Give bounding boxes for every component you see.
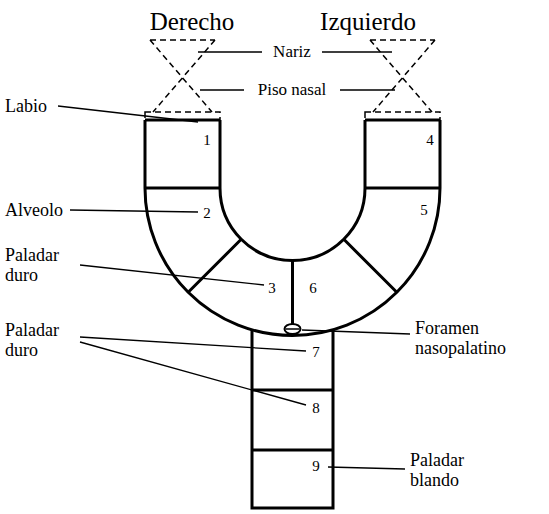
outer-outline [145, 120, 440, 336]
side-heading: Izquierdo [320, 8, 416, 36]
foramen-leader [302, 330, 410, 334]
part-label: Alveolo [5, 200, 75, 220]
hard-palate-leader [80, 265, 264, 285]
callout-number: 9 [312, 458, 320, 475]
callout-number: 6 [309, 280, 317, 297]
inner-outline [220, 120, 365, 261]
side-heading: Derecho [150, 8, 235, 36]
leader-lines [58, 52, 410, 469]
part-label: Paladar duro [5, 245, 77, 285]
callout-number: 3 [268, 280, 276, 297]
stem-dividers [252, 390, 333, 450]
midline-divider [291, 261, 294, 325]
callout-number: 7 [312, 344, 320, 361]
callout-number: 1 [203, 132, 211, 149]
soft-palate-leader [328, 467, 405, 469]
callout-number: 8 [312, 400, 320, 417]
part-label: Paladar blando [410, 450, 494, 490]
palate-stem [252, 330, 333, 508]
hard-palate-leader [80, 337, 306, 405]
callout-number: 4 [426, 132, 434, 149]
foramen [285, 324, 301, 334]
nose-outlines [145, 40, 440, 120]
part-label: Paladar duro [5, 320, 77, 360]
part-label: Labio [5, 96, 65, 116]
right-nose-outline [150, 40, 215, 112]
part-label: Nariz [273, 42, 311, 61]
striped-y [145, 120, 440, 508]
lip-alveolus-divider [145, 187, 440, 190]
callout-number: 2 [203, 205, 211, 222]
part-label: Piso nasal [258, 80, 326, 99]
lip-leader [58, 106, 198, 122]
foramen-circle [285, 324, 301, 334]
part-label: Foramen nasopalatino [415, 318, 527, 358]
callout-number: 5 [420, 202, 428, 219]
alveolus-leader [70, 210, 198, 212]
foramen-mark [286, 328, 300, 330]
left-nose-outline [370, 40, 435, 112]
